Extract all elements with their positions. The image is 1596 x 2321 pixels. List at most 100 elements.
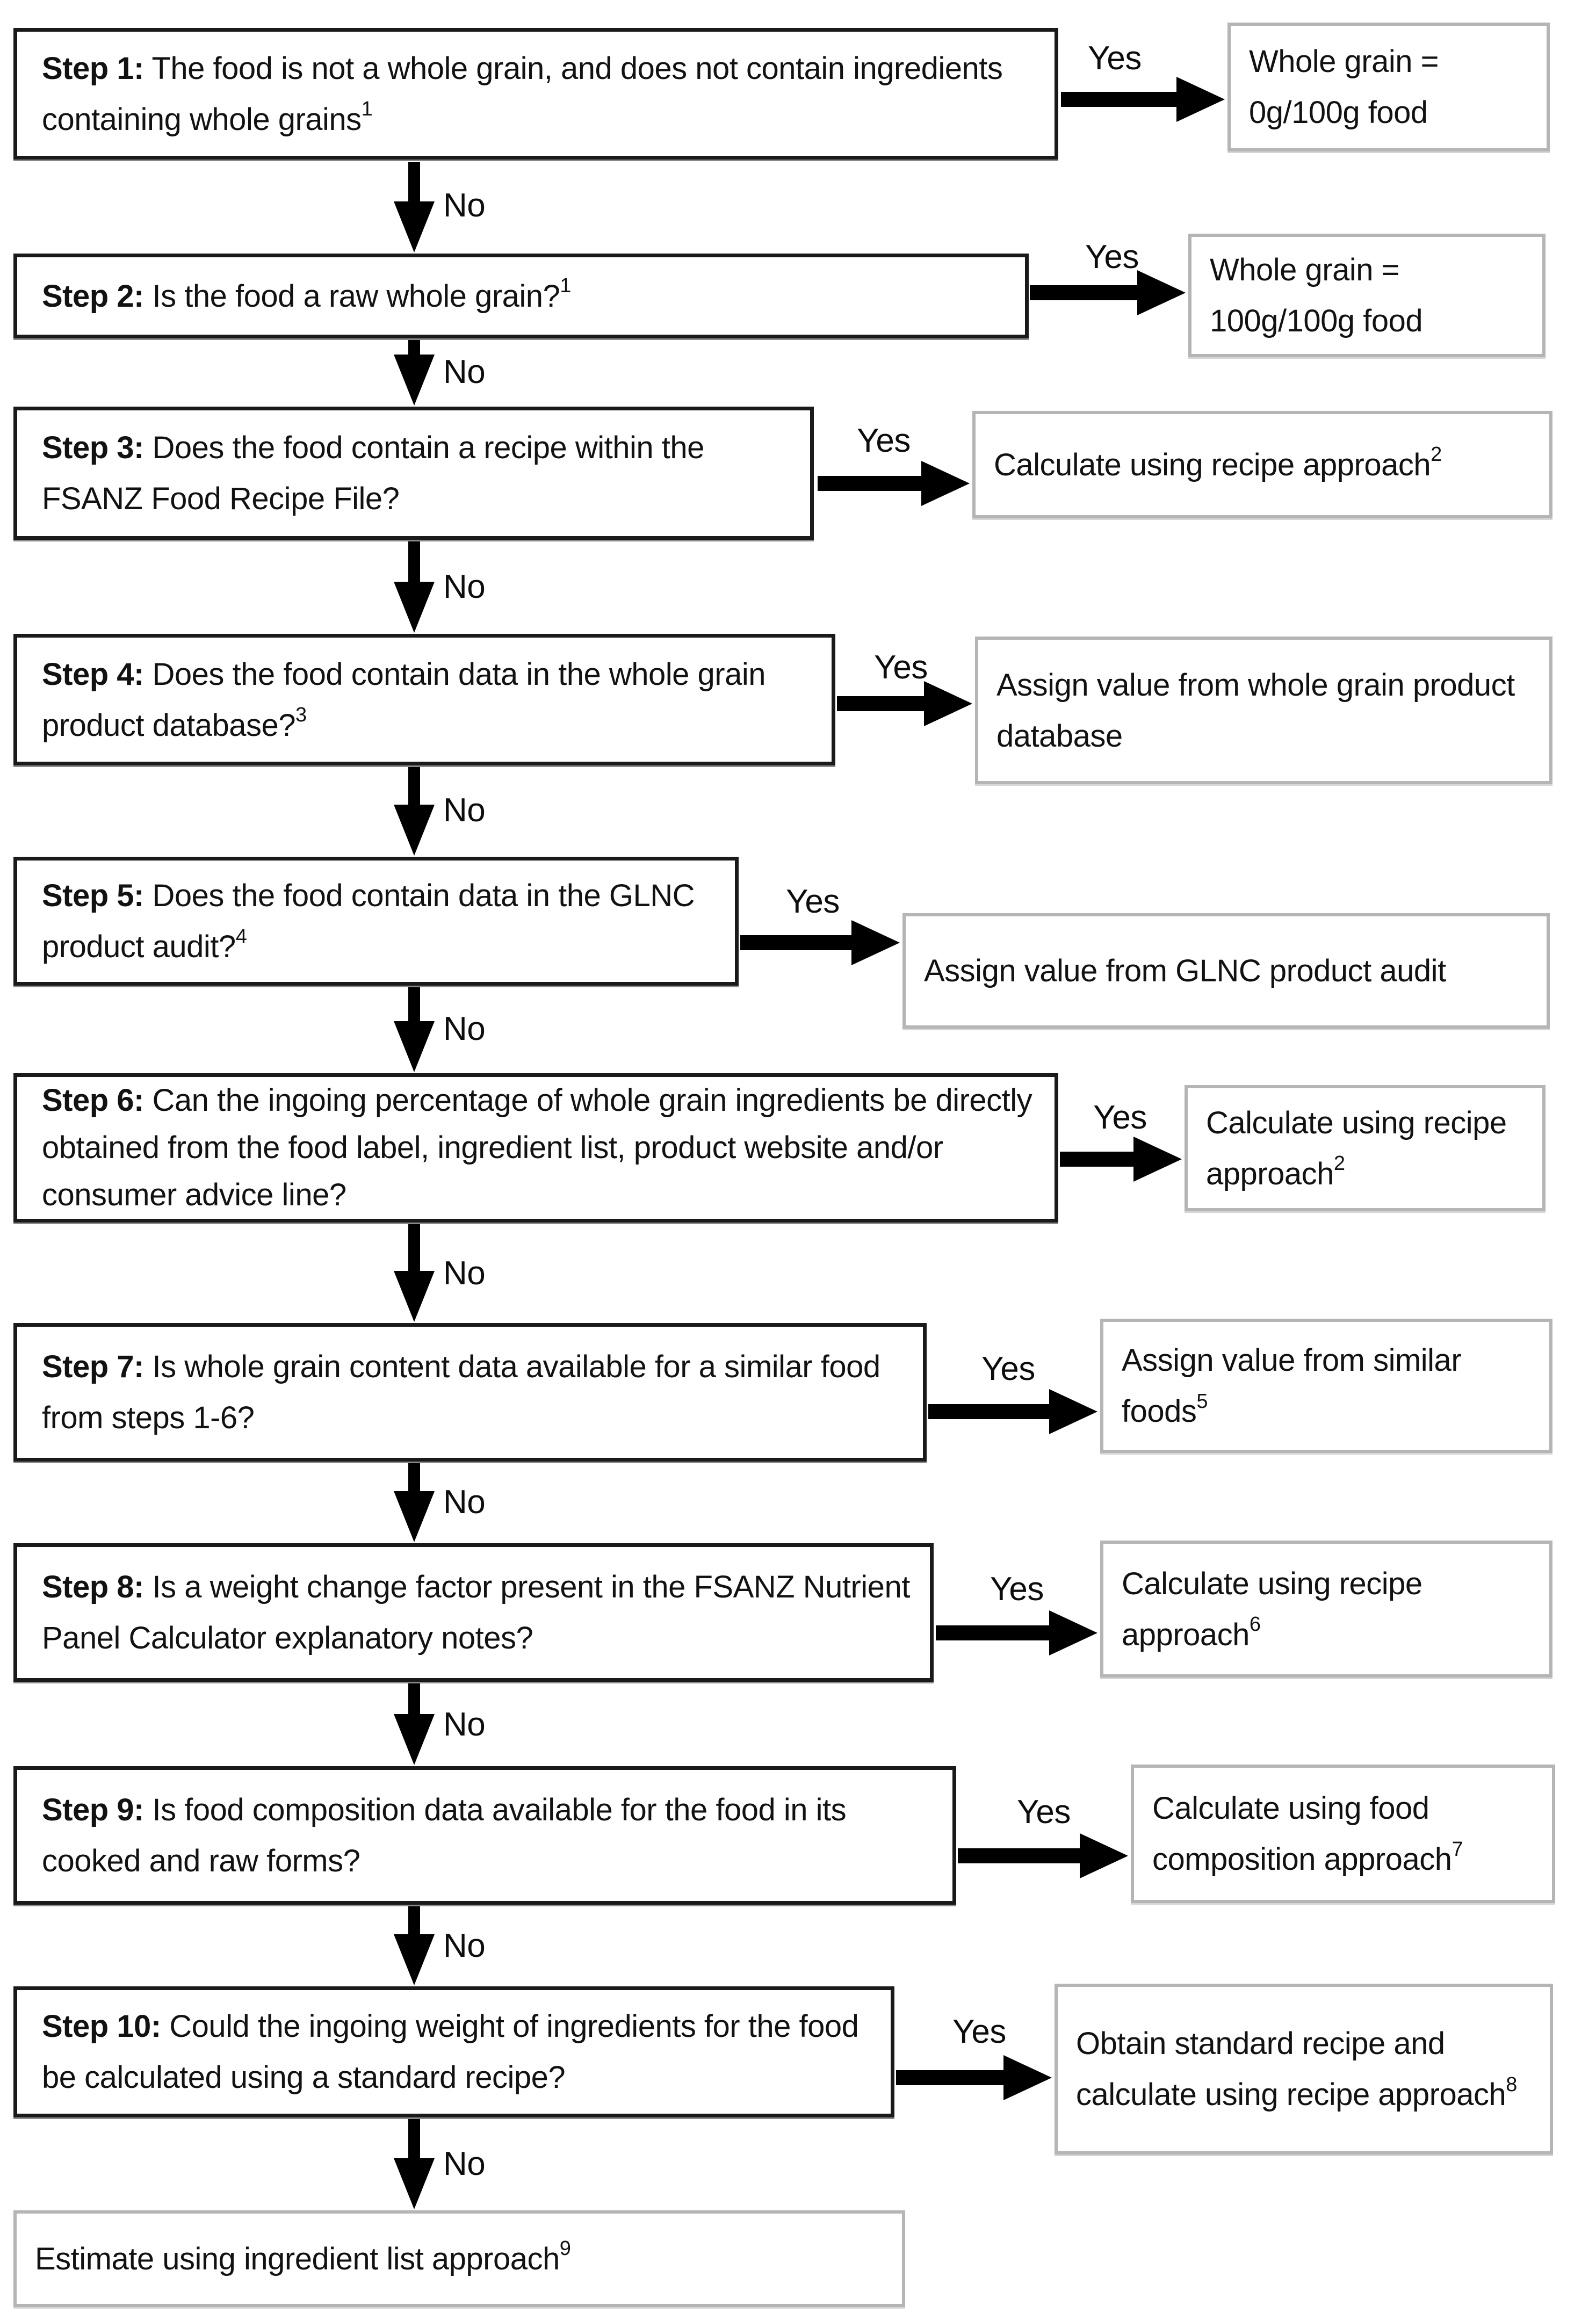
step-text: Step 1: The food is not a whole grain, a… xyxy=(42,43,1039,145)
result-box-4: Assign value from whole grain product da… xyxy=(975,637,1552,784)
step-question: Can the ingoing percentage of whole grai… xyxy=(42,1083,1032,1212)
yes-label-9: Yes xyxy=(1017,1794,1071,1831)
no-label-3: No xyxy=(443,568,486,605)
result-label: Whole grain = 0g/100g food xyxy=(1249,44,1439,130)
arrow-head xyxy=(1176,77,1225,122)
arrow-head xyxy=(394,1934,435,1985)
result-label: Assign value from whole grain product da… xyxy=(996,667,1515,754)
step-box-6: Step 6: Can the ingoing percentage of wh… xyxy=(13,1073,1058,1223)
result-box-2: Whole grain = 100g/100g food xyxy=(1188,234,1546,357)
arrow-shaft xyxy=(408,1224,420,1284)
footnote-sup: 7 xyxy=(1451,1838,1463,1861)
arrow-head xyxy=(394,1021,435,1072)
arrow-shaft xyxy=(958,1848,1091,1863)
step-question: Could the ingoing weight of ingredients … xyxy=(42,2009,859,2095)
yes-label-2: Yes xyxy=(1085,238,1139,276)
arrow-head xyxy=(924,681,972,726)
arrow-head xyxy=(394,1714,435,1765)
yes-label-6: Yes xyxy=(1093,1099,1147,1136)
no-label-6: No xyxy=(443,1255,486,1292)
step-text: Step 8: Is a weight change factor presen… xyxy=(42,1561,915,1664)
footnote-sup: 8 xyxy=(1506,2073,1517,2096)
result-text: Calculate using food composition approac… xyxy=(1152,1783,1537,1885)
no-arrow-3 xyxy=(394,541,435,633)
step-question: Does the food contain a recipe within th… xyxy=(42,430,704,516)
yes-label-4: Yes xyxy=(874,649,928,686)
yes-label-7: Yes xyxy=(981,1350,1035,1387)
yes-arrow-2 xyxy=(1030,270,1186,315)
yes-label-5: Yes xyxy=(786,883,840,920)
arrow-head xyxy=(394,201,435,252)
yes-label-3: Yes xyxy=(857,422,911,459)
step-prefix: Step 10: xyxy=(42,2009,161,2044)
arrow-shaft xyxy=(928,1404,1060,1419)
result-box-1: Whole grain = 0g/100g food xyxy=(1227,23,1550,151)
footnote-sup: 1 xyxy=(361,98,373,121)
no-label-4: No xyxy=(443,792,486,829)
step-prefix: Step 5: xyxy=(42,878,144,913)
result-label: Calculate using recipe approach xyxy=(1206,1105,1507,1191)
step-text: Step 9: Is food composition data availab… xyxy=(42,1784,937,1886)
arrow-shaft xyxy=(740,935,862,950)
footnote-sup: 9 xyxy=(559,2237,571,2260)
step-question: Is a weight change factor present in the… xyxy=(42,1570,910,1655)
footnote-sup: 2 xyxy=(1333,1152,1345,1175)
step-box-2: Step 2: Is the food a raw whole grain?1 xyxy=(13,254,1029,338)
result-label: Calculate using recipe approach xyxy=(994,447,1431,482)
result-text: Assign value from GLNC product audit xyxy=(924,945,1446,996)
yes-arrow-4 xyxy=(837,681,972,726)
arrow-head xyxy=(1049,1610,1097,1655)
arrow-head xyxy=(851,920,900,965)
no-label-10: No xyxy=(443,2145,486,2182)
step-text: Step 2: Is the food a raw whole grain?1 xyxy=(42,271,571,322)
step-question: Does the food contain data in the GLNC p… xyxy=(42,878,695,964)
arrow-head xyxy=(394,582,435,633)
step-prefix: Step 1: xyxy=(42,50,144,86)
no-arrow-5 xyxy=(394,987,435,1072)
result-label: Assign value from GLNC product audit xyxy=(924,953,1446,988)
result-label: Calculate using recipe approach xyxy=(1122,1566,1422,1652)
step-question: Is food composition data available for t… xyxy=(42,1792,847,1878)
arrow-head xyxy=(394,805,435,856)
step-question: Is whole grain content data available fo… xyxy=(42,1349,880,1435)
step-question: Is the food a raw whole grain? xyxy=(143,278,560,314)
step-text: Step 6: Can the ingoing percentage of wh… xyxy=(42,1077,1039,1219)
arrow-head xyxy=(1003,2055,1052,2100)
result-box-3: Calculate using recipe approach2 xyxy=(972,411,1552,518)
step-prefix: Step 2: xyxy=(42,278,144,314)
no-arrow-6 xyxy=(394,1224,435,1322)
footnote-sup: 3 xyxy=(295,704,307,727)
yes-arrow-5 xyxy=(740,920,900,965)
footnote-sup: 5 xyxy=(1196,1390,1208,1413)
step-prefix: Step 3: xyxy=(42,430,144,465)
step-prefix: Step 6: xyxy=(42,1083,144,1118)
no-label-5: No xyxy=(443,1010,486,1047)
result-text: Obtain standard recipe and calculate usi… xyxy=(1076,2018,1535,2120)
step-prefix: Step 9: xyxy=(42,1792,144,1827)
result-text: Whole grain = 100g/100g food xyxy=(1210,244,1527,346)
step-box-9: Step 9: Is food composition data availab… xyxy=(13,1766,956,1905)
yes-arrow-1 xyxy=(1061,77,1225,122)
arrow-head xyxy=(394,355,435,406)
step-text: Step 3: Does the food contain a recipe w… xyxy=(42,422,795,524)
no-label-7: No xyxy=(443,1484,486,1521)
step-prefix: Step 7: xyxy=(42,1349,144,1384)
step-box-5: Step 5: Does the food contain data in th… xyxy=(13,857,739,986)
no-arrow-9 xyxy=(394,1906,435,1985)
result-text: Assign value from whole grain product da… xyxy=(996,660,1534,762)
arrow-shaft xyxy=(837,696,935,711)
step-box-10: Step 10: Could the ingoing weight of ing… xyxy=(13,1986,894,2117)
arrow-head xyxy=(394,1271,435,1322)
arrow-shaft xyxy=(896,2070,1014,2085)
step-box-7: Step 7: Is whole grain content data avai… xyxy=(13,1323,927,1462)
yes-arrow-10 xyxy=(896,2055,1052,2100)
arrow-shaft xyxy=(1030,285,1148,300)
no-arrow-1 xyxy=(394,162,435,252)
no-arrow-10 xyxy=(394,2119,435,2209)
result-box-8: Calculate using recipe approach6 xyxy=(1100,1541,1552,1678)
final-label: Estimate using ingredient list approach xyxy=(35,2241,560,2276)
arrow-head xyxy=(921,461,970,506)
arrow-shaft xyxy=(1061,92,1187,107)
arrow-head xyxy=(394,2158,435,2209)
